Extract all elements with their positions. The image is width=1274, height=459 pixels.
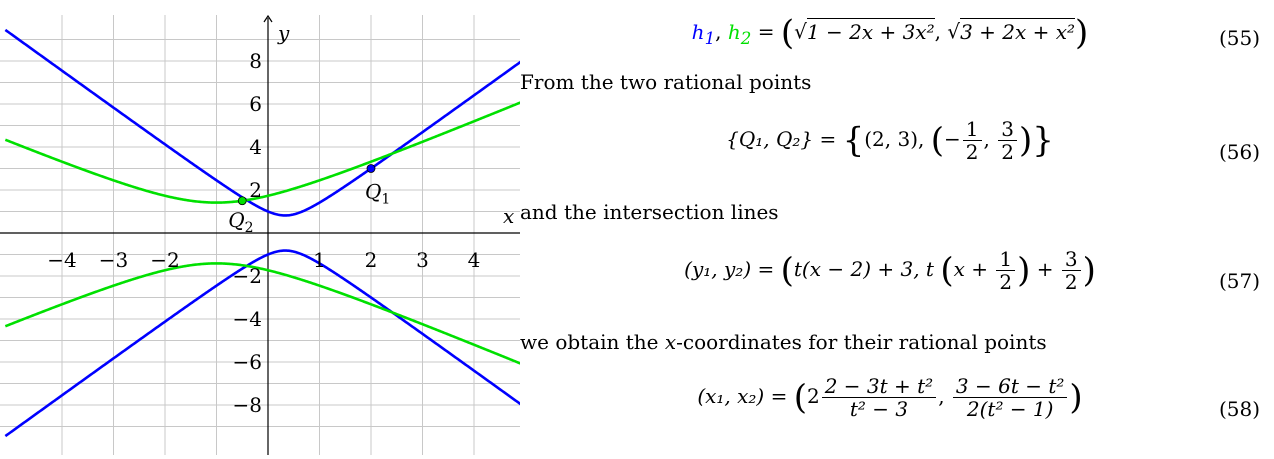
curve-branch xyxy=(4,262,520,365)
equation-number-56: (56) xyxy=(1218,140,1260,164)
y-axis-label: y xyxy=(277,21,290,45)
curve-branch xyxy=(4,101,520,204)
point-label: Q1 xyxy=(365,180,390,208)
y-tick-label: 8 xyxy=(249,49,262,73)
text-line-1: From the two rational points xyxy=(520,70,812,94)
x-tick-label: −3 xyxy=(99,248,128,272)
y-tick-label: −4 xyxy=(233,307,262,331)
text-line-2: and the intersection lines xyxy=(520,200,779,224)
x-tick-label: −2 xyxy=(150,248,179,272)
y-tick-label: −6 xyxy=(233,350,262,374)
text-line-3: we obtain the x-coordinates for their ra… xyxy=(520,330,1047,354)
x-tick-label: 4 xyxy=(468,248,481,272)
y-tick-label: −8 xyxy=(233,393,262,417)
y-tick-label: 6 xyxy=(249,92,262,116)
equation-number-58: (58) xyxy=(1218,397,1260,421)
x-tick-label: 3 xyxy=(416,248,429,272)
y-tick-label: 2 xyxy=(249,178,262,202)
x-tick-label: −4 xyxy=(47,248,76,272)
tick-labels: −4 −3 −2 1 2 3 4 −8 −6 −4 −2 2 4 6 8 xyxy=(47,49,480,417)
y-axis-arrow xyxy=(263,14,273,23)
y-tick-label: −2 xyxy=(233,264,262,288)
equation-number-55: (55) xyxy=(1218,26,1260,50)
rational-point xyxy=(366,164,376,173)
text-column: h1, h2 = (√1 − 2x + 3x², √3 + 2x + x²) (… xyxy=(520,0,1260,459)
x-tick-label: 2 xyxy=(365,248,378,272)
equation-number-57: (57) xyxy=(1218,269,1260,293)
y-tick-label: 4 xyxy=(249,135,262,159)
equation-55: h1, h2 = (√1 − 2x + 3x², √3 + 2x + x²) xyxy=(691,13,1089,53)
rational-point xyxy=(237,196,247,206)
x-axis-label: x xyxy=(503,204,514,228)
curves xyxy=(4,28,520,438)
x-tick-label: 1 xyxy=(313,248,326,272)
curve-branch xyxy=(4,28,520,217)
axes: xy xyxy=(0,14,520,455)
curve-branch xyxy=(4,249,520,438)
